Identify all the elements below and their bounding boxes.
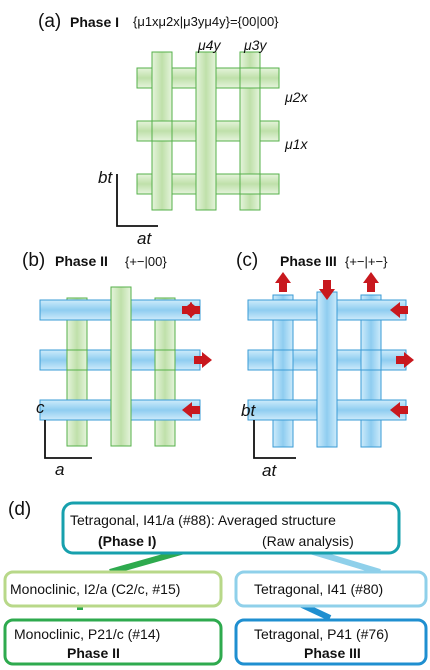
weave-over [239, 67, 261, 89]
strip-v-3 [239, 51, 261, 211]
weave-over [272, 349, 294, 371]
arrow-left-icon [182, 402, 200, 418]
box-phase-ii-line2: Phase II [67, 645, 120, 661]
arrow-left-icon [390, 402, 408, 418]
weave-over [151, 120, 173, 142]
box-mono-i2a-text: Monoclinic, I2/a (C2/c, #15) [10, 581, 180, 597]
mu2x-label: μ2x [284, 89, 308, 105]
axis-b [44, 420, 92, 459]
panel-a-label: (a) [38, 11, 61, 32]
arrow-left-icon [182, 302, 200, 318]
box-phase-iii-line2: Phase III [304, 645, 361, 661]
arrow-down-icon [319, 280, 335, 300]
axis-a [116, 174, 158, 227]
panel-b: (b) Phase II {+−|00} c a [22, 250, 212, 479]
arrow-right-icon [396, 352, 414, 368]
box-top-phase: (Phase I) [98, 533, 156, 549]
strip-v-2 [110, 286, 132, 447]
axis-a-at: at [137, 229, 152, 248]
box-phase-iii-line1: Tetragonal, P41 (#76) [254, 626, 389, 642]
mu1x-label: μ1x [284, 136, 308, 152]
box-top-raw: (Raw analysis) [262, 533, 354, 549]
panel-c: (c) Phase III {+−|+−} bt at [236, 250, 414, 480]
arrow-up-icon [275, 272, 291, 292]
panel-b-phase: Phase II [55, 253, 108, 269]
weave-over [154, 349, 176, 371]
panel-b-label: (b) [22, 250, 45, 271]
mu3y-label: μ3y [243, 37, 267, 53]
axis-c-bt: bt [241, 401, 256, 420]
arrow-left-icon [390, 302, 408, 318]
panel-d-label: (d) [8, 499, 31, 520]
panel-b-order-params: {+−|00} [125, 254, 167, 269]
panel-a: (a) Phase I {μ1xμ2x|μ3yμ4y}={00|00} μ4y … [38, 11, 308, 248]
panel-a-phase: Phase I [70, 14, 119, 30]
box-phase-iii [234, 618, 428, 666]
axis-a-bt: bt [98, 168, 113, 187]
axis-b-a: a [55, 460, 64, 479]
box-phase-ii-line1: Monoclinic, P21/c (#14) [14, 626, 160, 642]
strip-v-2 [316, 291, 338, 448]
box-mono-i2a [3, 570, 223, 608]
weave-over [66, 349, 88, 371]
weave-over [360, 349, 382, 371]
strip-v-2 [195, 51, 217, 211]
panel-d: (d) Tetragonal, I41/a (#88): Averaged st… [3, 499, 428, 666]
panel-c-label: (c) [236, 250, 258, 271]
weave-over [239, 173, 261, 195]
arrow-up-icon [363, 272, 379, 292]
axis-c-at: at [262, 461, 277, 480]
panel-a-order-params: {μ1xμ2x|μ3yμ4y}={00|00} [133, 14, 279, 29]
panel-c-phase: Phase III [280, 253, 337, 269]
panel-c-order-params: {+−|+−} [345, 254, 388, 269]
box-top-line1: Tetragonal, I41/a (#88): Averaged struct… [70, 512, 336, 528]
box-averaged-structure [61, 501, 401, 555]
axis-c [253, 420, 296, 459]
axis-b-c: c [36, 398, 45, 417]
box-phase-ii [3, 618, 223, 666]
arrow-right-icon [194, 352, 212, 368]
mu4y-label: μ4y [197, 37, 221, 53]
box-tetra-i41 [234, 570, 428, 608]
box-tetra-i41-text: Tetragonal, I41 (#80) [254, 581, 383, 597]
